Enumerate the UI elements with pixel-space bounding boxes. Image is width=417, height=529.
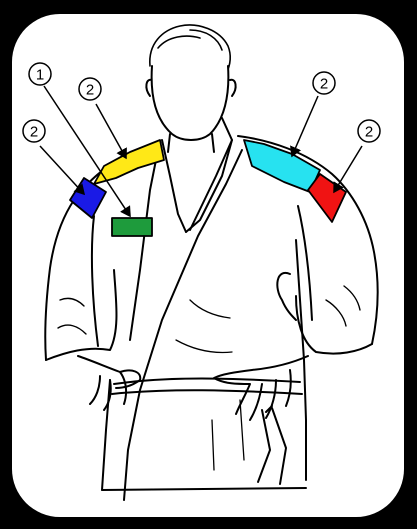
callout-number-1: 1: [29, 63, 51, 85]
green-rectangle-area: [112, 218, 152, 236]
callout-number-2-red-label: 2: [365, 124, 373, 141]
callout-number-2-yellow: 2: [79, 78, 101, 100]
callout-number-2-red: 2: [358, 120, 380, 142]
callout-number-2-blue: 2: [23, 120, 45, 142]
callout-number-2-cyan: 2: [313, 72, 335, 94]
callout-number-2-blue-label: 2: [30, 124, 38, 141]
callout-number-2-cyan-label: 2: [320, 76, 328, 93]
callout-number-1-label: 1: [36, 67, 44, 84]
callout-number-2-yellow-label: 2: [86, 82, 94, 99]
